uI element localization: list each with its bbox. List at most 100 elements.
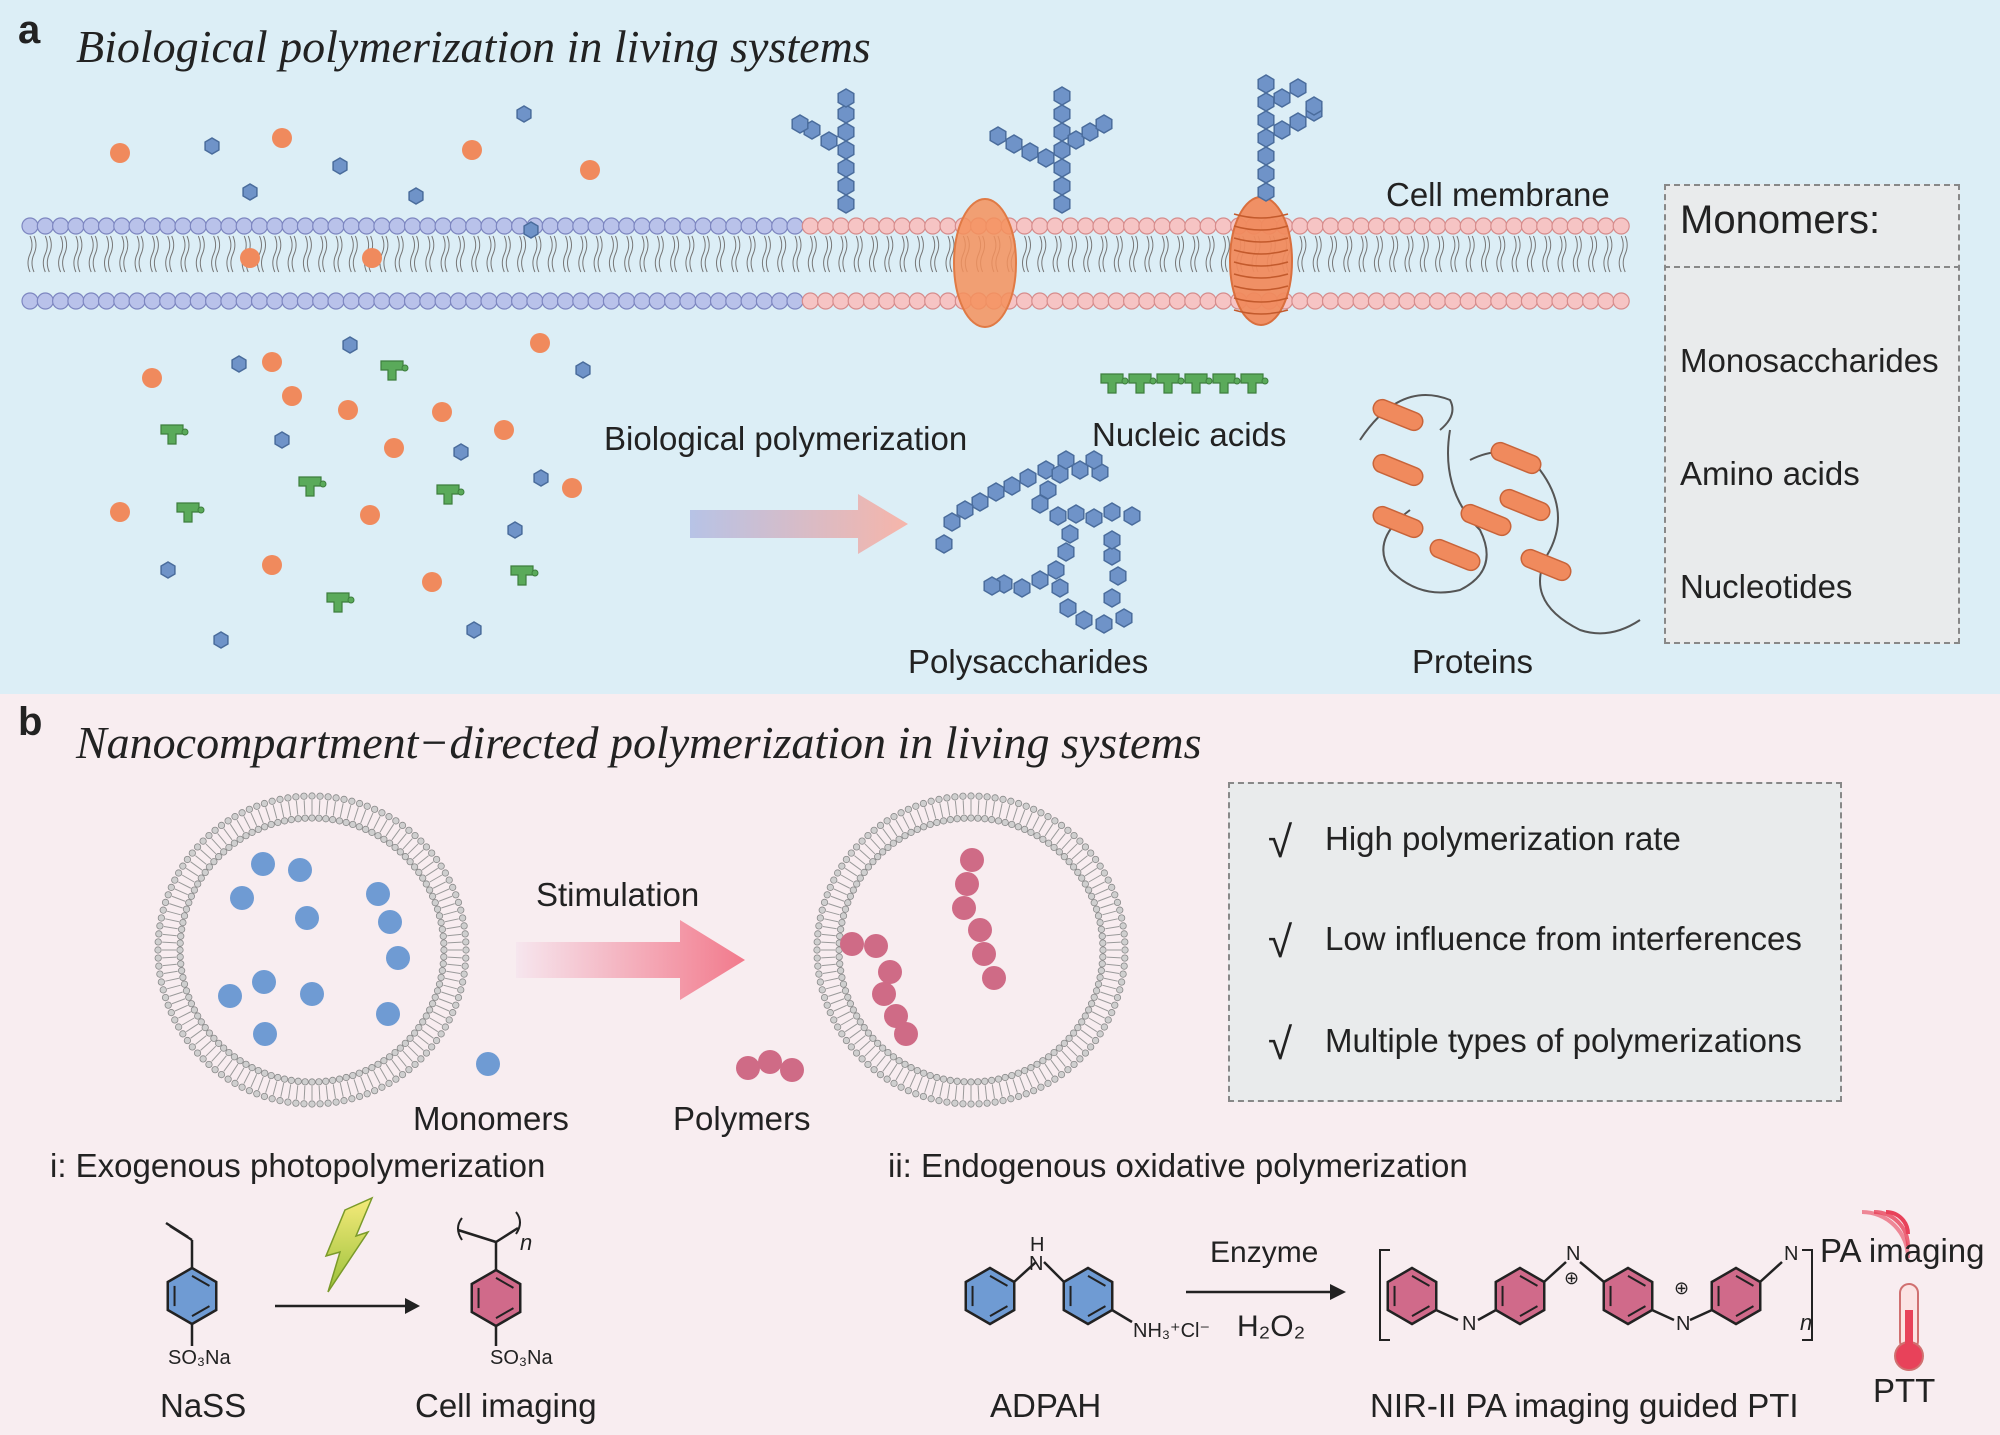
- lipid-head: [1566, 292, 1584, 310]
- lipid-tail: [1496, 235, 1506, 273]
- lipid-tail: [1465, 235, 1475, 273]
- lipid-head: [856, 874, 864, 882]
- lipid-head: [363, 1090, 371, 1098]
- lipid-head: [1001, 818, 1009, 827]
- lipid-head: [1597, 217, 1615, 235]
- lipid-tail: [1005, 804, 1011, 819]
- glycan-unit: [1037, 148, 1055, 168]
- lipid-head: [388, 217, 406, 235]
- lipid-tail: [840, 874, 854, 883]
- lipid-tail: [217, 1055, 227, 1067]
- lipid-head: [189, 217, 207, 235]
- lipid-head: [385, 813, 393, 821]
- amino-acid-icon: [422, 572, 442, 592]
- lipid-head: [541, 292, 559, 310]
- lipid-head: [974, 814, 982, 822]
- nucleotide-shape: [298, 476, 322, 497]
- lipid-head: [953, 815, 961, 823]
- lipid-tail: [1106, 963, 1121, 967]
- lipid-tail: [924, 807, 930, 821]
- polysaccharide-unit: [1103, 546, 1121, 566]
- lipid-head: [1113, 898, 1122, 907]
- lipid-tail: [229, 1063, 239, 1077]
- lipid-head: [437, 1030, 445, 1038]
- nass-sulfonate: SO₃Na: [168, 1347, 231, 1369]
- lipid-head: [853, 880, 861, 888]
- lipid-tail: [833, 1004, 847, 1012]
- lipid-head: [820, 993, 829, 1002]
- nucleotide-shape: [160, 424, 184, 445]
- lipid-tail: [88, 235, 98, 273]
- lipid-head: [201, 868, 209, 877]
- polysaccharide-unit: [1051, 464, 1069, 484]
- lipid-head: [1184, 217, 1202, 235]
- lipid-tail: [1190, 235, 1200, 273]
- monomer-bead: [366, 882, 390, 906]
- lipid-tail: [379, 819, 388, 833]
- lipid-head: [1321, 292, 1340, 310]
- lipid-head: [215, 1039, 223, 1047]
- lipid-tail: [844, 1023, 858, 1033]
- lipid-head: [1055, 848, 1063, 856]
- lipid-head: [946, 1076, 954, 1084]
- polysaccharide-unit: [1047, 560, 1065, 580]
- lipid-tail: [288, 801, 292, 816]
- lipid-head: [813, 954, 821, 962]
- lipid-tail: [1012, 1079, 1018, 1093]
- lipid-head: [1168, 217, 1187, 235]
- lipid-head: [238, 1083, 246, 1091]
- lipid-head: [1065, 1034, 1073, 1042]
- enzyme-label: Enzyme: [1210, 1236, 1319, 1269]
- polysaccharide-unit: [1003, 476, 1021, 496]
- lipid-head: [1014, 1069, 1022, 1077]
- lipid-head: [187, 892, 196, 900]
- amino-acid-icon: [282, 386, 302, 406]
- lipid-head: [953, 1077, 961, 1085]
- nucleotide-shape: [1100, 373, 1124, 394]
- h2o2-label: H₂O₂: [1237, 1310, 1306, 1343]
- lipid-head: [437, 918, 445, 927]
- lipid-head: [312, 292, 330, 310]
- lipid-head: [908, 292, 927, 310]
- lipid-head: [991, 794, 999, 802]
- monomer-bead: [300, 982, 324, 1006]
- lipid-head: [308, 1078, 316, 1086]
- lipid-tail: [1097, 895, 1112, 902]
- lipid-head: [189, 292, 207, 310]
- pani-ring: [1494, 1266, 1546, 1326]
- lipid-head: [21, 217, 39, 235]
- lipid-tail: [882, 1059, 892, 1072]
- lipid-head: [709, 292, 728, 310]
- lipid-head: [1536, 217, 1554, 235]
- lipid-head: [97, 292, 116, 310]
- lipid-head: [401, 1039, 409, 1047]
- lipid-head: [1306, 292, 1324, 310]
- polysaccharide-unit: [1103, 502, 1121, 522]
- lipid-head: [281, 292, 299, 310]
- lipid-head: [587, 292, 605, 310]
- lipid-tail: [444, 918, 459, 923]
- membrane-protein: [953, 198, 1017, 328]
- amino-acid-icon: [530, 333, 550, 353]
- lipid-head: [417, 837, 425, 845]
- lipid-head: [1111, 1001, 1119, 1009]
- lipid-head: [883, 1075, 891, 1083]
- double-bond: [989, 1305, 1008, 1318]
- lipid-head: [176, 953, 184, 961]
- lipid-head: [841, 987, 850, 995]
- protein-helix: [1499, 488, 1551, 522]
- lipid-head: [422, 1012, 430, 1020]
- nucleotide-shape: [1128, 373, 1152, 394]
- polysaccharide-unit: [1115, 608, 1133, 628]
- nucleotide-phosphate: [319, 480, 327, 488]
- lipid-head: [428, 1000, 437, 1008]
- lipid-tail: [1050, 828, 1060, 841]
- lipid-tail: [916, 809, 923, 824]
- lipid-head: [1612, 217, 1630, 235]
- lipid-tail: [1084, 1023, 1098, 1033]
- polysaccharide-unit: [1057, 542, 1075, 562]
- lipid-head: [1413, 292, 1431, 310]
- lipid-tail: [977, 1085, 980, 1100]
- lipid-head: [951, 1099, 959, 1107]
- nucleotide-phosphate: [1233, 377, 1241, 385]
